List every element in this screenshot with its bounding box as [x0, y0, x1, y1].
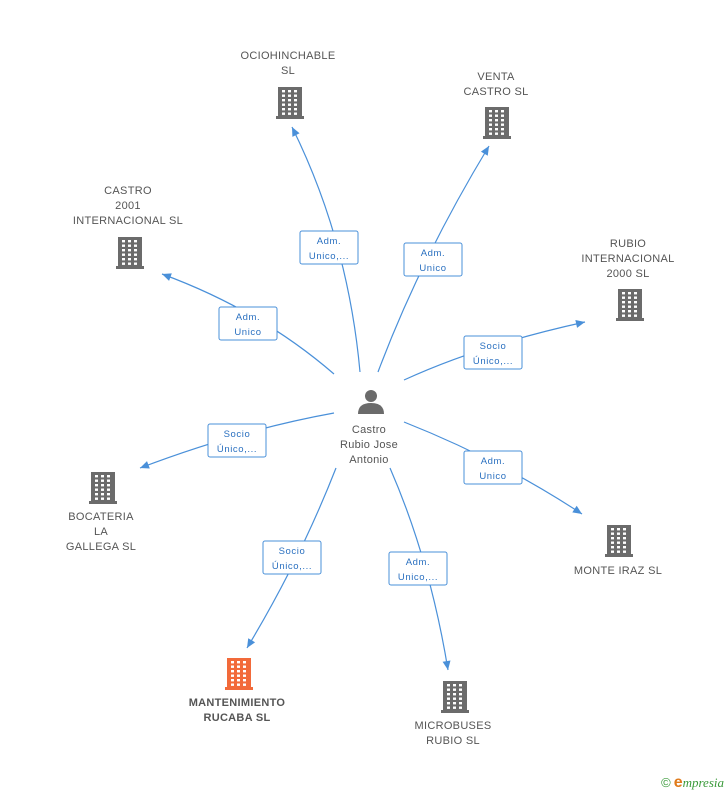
relation-label-text: Único,... — [272, 561, 312, 572]
relation-label-text: Adm. — [481, 456, 506, 467]
relation-label-text: Socio — [224, 429, 251, 440]
company-name-venta-castro-line: VENTA — [477, 71, 515, 83]
person-name-line: Castro — [352, 424, 386, 436]
building-icon[interactable] — [89, 472, 117, 504]
relation-label-text: Socio — [480, 341, 507, 352]
building-icon[interactable] — [616, 289, 644, 321]
company-name-bocateria[interactable]: BOCATERIA LA GALLEGA SL — [66, 511, 136, 553]
relation-label-text: Único,... — [217, 444, 257, 455]
company-name-mantenimiento-line: MANTENIMIENTO — [189, 697, 286, 709]
arrow-head-icon — [292, 127, 300, 137]
relation-label-bocateria[interactable]: SocioÚnico,... — [207, 423, 267, 458]
company-name-rubio-internacional-line: INTERNACIONAL — [581, 253, 674, 265]
building-icon[interactable] — [483, 107, 511, 139]
relation-label-monte-iraz[interactable]: Adm. Unico — [463, 450, 523, 485]
building-icon[interactable] — [225, 658, 253, 690]
company-name-microbuses-line: MICROBUSES — [415, 720, 492, 732]
arrow-head-icon — [442, 660, 451, 670]
company-name-venta-castro-line: CASTRO SL — [463, 86, 528, 98]
relation-label-text: Unico — [234, 327, 261, 338]
relation-label-text: Adm. — [421, 248, 446, 259]
building-icon[interactable] — [605, 525, 633, 557]
company-name-castro-2001-line: INTERNACIONAL SL — [73, 215, 183, 227]
footer-brand[interactable]: ©empresia — [661, 774, 724, 792]
company-name-ociohinchable[interactable]: OCIOHINCHABLE SL — [241, 50, 336, 77]
building-icon[interactable] — [276, 87, 304, 119]
arrow-head-icon — [575, 320, 585, 328]
company-name-monte-iraz[interactable]: MONTE IRAZ SL — [574, 565, 662, 577]
company-name-rubio-internacional-line: 2000 SL — [606, 268, 649, 280]
company-name-bocateria-line: GALLEGA SL — [66, 541, 136, 553]
company-name-ociohinchable-line: OCIOHINCHABLE — [241, 50, 336, 62]
relation-label-text: Unico — [419, 263, 446, 274]
relation-label-microbuses[interactable]: Adm. Unico,... — [388, 551, 448, 586]
arrow-head-icon — [480, 146, 489, 156]
company-name-rubio-internacional[interactable]: RUBIO INTERNACIONAL 2000 SL — [581, 238, 674, 280]
company-name-mantenimiento[interactable]: MANTENIMIENTO RUCABA SL — [189, 697, 286, 724]
edges-layer — [139, 126, 586, 671]
copyright-symbol: © — [661, 775, 671, 790]
person-name-line: Rubio Jose — [340, 439, 398, 451]
relation-label-mantenimiento[interactable]: SocioÚnico,... — [262, 540, 322, 575]
person-name-line: Antonio — [349, 454, 388, 466]
arrow-head-icon — [247, 638, 256, 648]
relation-label-text: Unico — [479, 471, 506, 482]
building-icon[interactable] — [441, 681, 469, 713]
person-icon[interactable] — [358, 390, 384, 414]
relation-label-castro-2001[interactable]: Adm. Unico — [218, 306, 278, 341]
relation-label-text: Unico,... — [309, 251, 349, 262]
relation-label-text: Adm. — [317, 236, 342, 247]
company-name-venta-castro[interactable]: VENTA CASTRO SL — [463, 71, 528, 98]
relation-label-text: Unico,... — [398, 572, 438, 583]
relation-label-ociohinchable[interactable]: Adm. Unico,... — [299, 230, 359, 265]
company-name-ociohinchable-line: SL — [281, 65, 295, 77]
edge-labels-layer: Adm.Unico,...Adm.UnicoAdm.UnicoSocioÚnic… — [207, 230, 523, 586]
relation-label-text: Socio — [279, 546, 306, 557]
arrow-head-icon — [140, 461, 150, 469]
arrow-head-icon — [162, 273, 172, 281]
company-name-castro-2001-line: 2001 — [115, 200, 141, 212]
brand-name: mpresia — [682, 775, 724, 790]
brand-initial: e — [673, 774, 683, 791]
company-name-bocateria-line: BOCATERIA — [68, 511, 134, 523]
company-name-castro-2001-line: CASTRO — [104, 185, 152, 197]
building-icon[interactable] — [116, 237, 144, 269]
arrow-head-icon — [572, 505, 582, 514]
company-name-microbuses[interactable]: MICROBUSES RUBIO SL — [415, 720, 492, 747]
relation-label-text: Único,... — [473, 356, 513, 367]
relation-label-text: Adm. — [236, 312, 261, 323]
company-name-monte-iraz-line: MONTE IRAZ SL — [574, 565, 662, 577]
company-name-bocateria-line: LA — [94, 526, 108, 538]
company-name-rubio-internacional-line: RUBIO — [610, 238, 646, 250]
relation-label-text: Adm. — [406, 557, 431, 568]
relation-label-rubio-internacional[interactable]: SocioÚnico,... — [463, 335, 523, 370]
company-name-microbuses-line: RUBIO SL — [426, 735, 480, 747]
relation-label-venta-castro[interactable]: Adm. Unico — [403, 242, 463, 277]
company-name-mantenimiento-line: RUCABA SL — [203, 712, 270, 724]
